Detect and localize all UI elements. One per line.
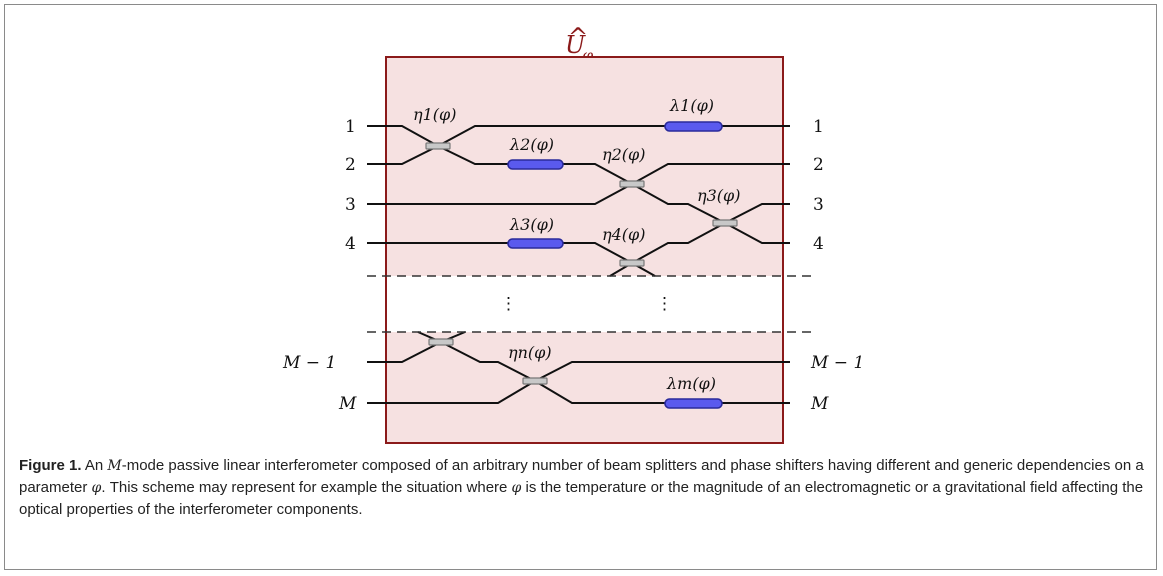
phase-shifter-1 — [664, 121, 723, 132]
beam-splitter-n — [522, 377, 548, 385]
input-label-1: 1 — [345, 117, 356, 137]
input-label-3: 3 — [345, 195, 356, 215]
input-label-m-minus-1: M − 1 — [282, 353, 336, 373]
phase-shifter-2 — [507, 159, 564, 170]
phase-shifter-3 — [507, 238, 564, 249]
output-label-m-minus-1: M − 1 — [810, 353, 864, 373]
label-lambda-2: λ2(φ) — [509, 135, 554, 154]
caption-text-4: is the temperature or the magnitude of a… — [19, 479, 1144, 518]
beam-splitter-4 — [619, 259, 645, 267]
ellipsis-right: ⋮ — [656, 294, 673, 314]
label-eta-n: ηn(φ) — [508, 343, 552, 362]
input-label-m: M — [338, 394, 357, 414]
caption-text-2: -mode passive linear interferometer comp… — [19, 457, 1144, 496]
caption-phi-1: φ — [91, 480, 102, 496]
interferometer-diagram: ^ U φ ⋮ ⋮ — [282, 23, 864, 444]
phase-shifter-m — [664, 398, 723, 409]
input-label-2: 2 — [345, 155, 356, 175]
label-eta-1: η1(φ) — [413, 105, 456, 124]
title-hat: ^ — [568, 23, 588, 51]
caption-m-symbol: M — [107, 458, 122, 474]
title-base: U — [565, 31, 586, 59]
label-eta-4: η4(φ) — [602, 225, 645, 244]
mode-3-wire — [367, 182, 790, 225]
label-lambda-1: λ1(φ) — [669, 96, 714, 115]
beam-splitter-2 — [619, 180, 645, 188]
figure-frame: ^ U φ ⋮ ⋮ — [4, 4, 1157, 570]
caption-text-3: . This scheme may represent for example … — [101, 479, 512, 496]
ellipsis-gap — [387, 276, 782, 332]
caption-label: Figure 1. — [19, 457, 82, 474]
output-label-1: 1 — [813, 117, 824, 137]
label-eta-2: η2(φ) — [602, 145, 645, 164]
label-lambda-3: λ3(φ) — [509, 215, 554, 234]
beam-splitter-3 — [712, 219, 738, 227]
output-label-3: 3 — [813, 195, 824, 215]
output-label-m: M — [810, 394, 829, 414]
label-lambda-m: λm(φ) — [666, 374, 716, 393]
input-label-4: 4 — [345, 234, 356, 254]
caption-text-1: An — [84, 457, 108, 474]
ellipsis-left: ⋮ — [500, 294, 517, 314]
output-label-2: 2 — [813, 155, 824, 175]
beam-splitter-1 — [425, 142, 451, 150]
beam-splitter-gap — [428, 338, 454, 346]
output-label-4: 4 — [813, 234, 824, 254]
mode-m-minus-1-wire — [367, 341, 790, 383]
label-eta-3: η3(φ) — [697, 186, 740, 205]
caption-phi-2: φ — [511, 480, 522, 496]
figure-caption: Figure 1. An M-mode passive linear inter… — [19, 455, 1149, 520]
